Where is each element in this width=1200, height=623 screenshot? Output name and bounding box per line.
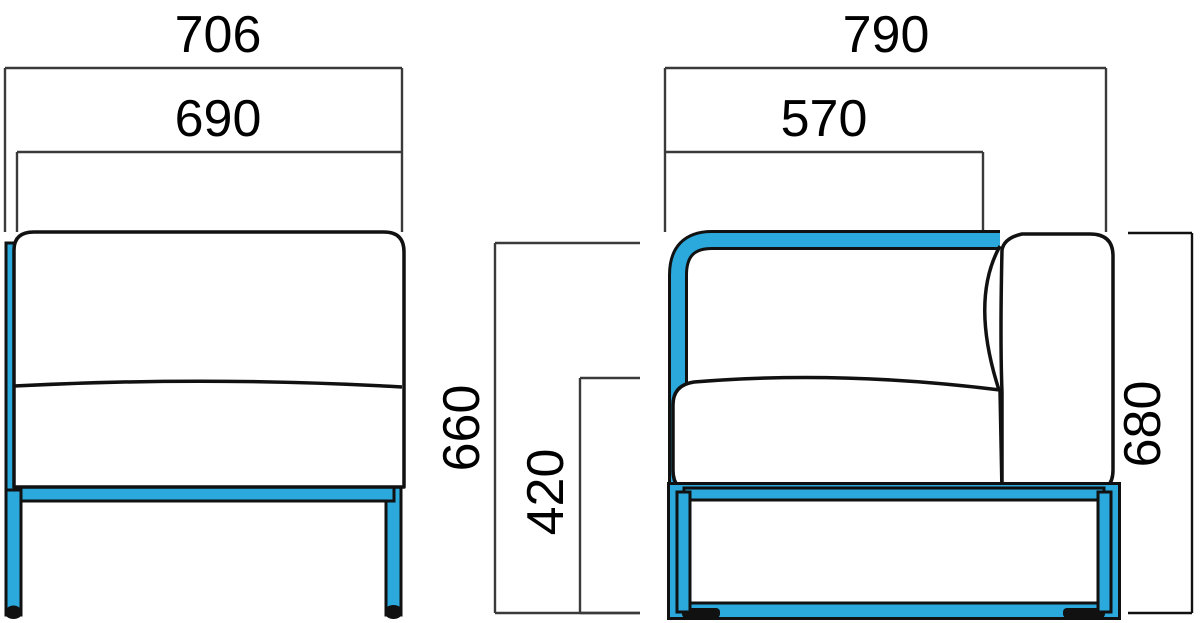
front-view-left-leg-front — [4, 488, 23, 617]
dimension-570-lines — [665, 150, 985, 232]
side-view-seat-cushion — [671, 375, 1004, 494]
side-view-base-top-rail — [682, 486, 1106, 502]
side-view-figure — [667, 230, 1121, 620]
dimension-680-lines — [1128, 231, 1194, 615]
dimension-label-706: 706 — [175, 6, 262, 64]
dimension-790-lines — [663, 66, 1108, 232]
dimension-660-lines — [493, 241, 640, 615]
front-view-upholstery-body — [12, 230, 406, 489]
front-view-right-leg — [384, 485, 403, 619]
dimension-label-680: 680 — [1114, 381, 1172, 468]
side-view-base-frame — [667, 482, 1121, 620]
dimension-690-lines — [15, 150, 402, 232]
front-view-figure — [4, 230, 406, 619]
side-view-backrest-contour — [983, 245, 1002, 391]
dimension-label-420: 420 — [517, 449, 575, 536]
front-view-left-foot — [5, 605, 22, 619]
side-view-frame-tube — [668, 230, 1000, 613]
dimension-label-790: 790 — [843, 6, 930, 64]
dimension-label-660: 660 — [433, 385, 491, 472]
side-view-foot-right — [1063, 608, 1105, 618]
dimension-420-lines — [578, 376, 640, 615]
side-view-base-left-post — [675, 490, 692, 614]
side-view-base-right-post — [1096, 490, 1113, 614]
dimension-label-690: 690 — [175, 90, 262, 148]
dimension-label-570: 570 — [781, 90, 868, 148]
front-view-right-foot — [385, 605, 402, 619]
front-view-seat-cushion-line — [13, 379, 403, 389]
dimension-706-lines — [3, 66, 404, 232]
side-view-backrest-cushion — [999, 232, 1115, 494]
front-view-seat-rail — [12, 485, 396, 503]
